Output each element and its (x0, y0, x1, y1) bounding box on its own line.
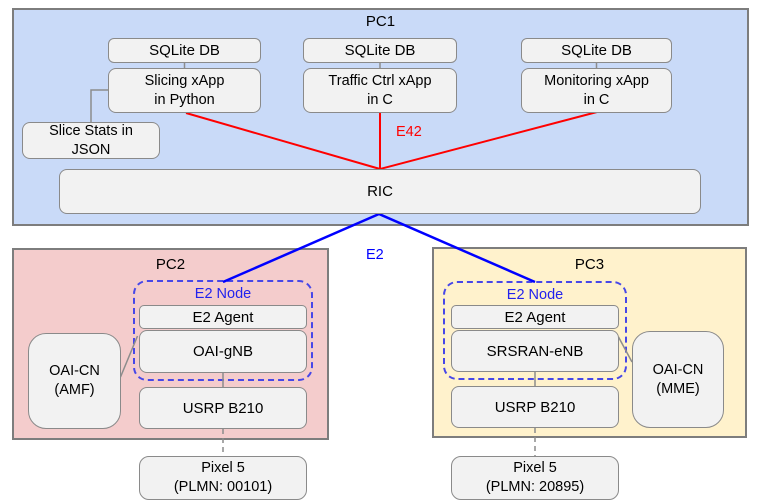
pc2-label: PC2 (155, 256, 186, 273)
pc3-e2-node-label: E2 Node (506, 287, 564, 303)
slice-stats-line1: Slice Stats in (49, 122, 133, 139)
slicing-xapp-line1: Slicing xApp (144, 72, 225, 89)
sqlite-db-box-3: SQLite DB (521, 38, 672, 63)
pc3-label: PC3 (574, 256, 605, 273)
pc2-pixel5-line2: (PLMN: 00101) (173, 479, 273, 495)
slice-stats-line2: JSON (71, 141, 111, 158)
pc3-pixel5-line2: (PLMN: 20895) (485, 479, 585, 495)
oai-cn-amf-line1: OAI-CN (49, 363, 100, 379)
oai-cn-amf-line2: (AMF) (54, 382, 95, 398)
pc2-pixel5-line1: Pixel 5 (201, 460, 245, 476)
pc3-usrp-label: USRP B210 (494, 398, 576, 416)
oai-gnb-label: OAI-gNB (192, 343, 253, 360)
pc3-pixel5-box: Pixel 5 (PLMN: 20895) (451, 456, 619, 500)
pc3-pixel5-line1: Pixel 5 (513, 460, 557, 476)
srsran-enb-box: SRSRAN-eNB (451, 330, 619, 372)
srsran-enb-label: SRSRAN-eNB (486, 342, 584, 360)
traffic-ctrl-xapp-line2: in C (367, 91, 393, 108)
sqlite-db-box-2: SQLite DB (303, 38, 457, 63)
pc2-e2-agent-label: E2 Agent (192, 308, 254, 326)
sqlite-db-label-1: SQLite DB (149, 42, 220, 59)
pc3-e2-agent-label: E2 Agent (504, 308, 566, 326)
oai-cn-mme-box: OAI-CN (MME) (632, 331, 724, 428)
sqlite-db-label-3: SQLite DB (561, 42, 632, 59)
monitoring-xapp-line2: in C (583, 91, 610, 108)
pc3-e2-agent-box: E2 Agent (451, 305, 619, 329)
traffic-ctrl-xapp-line1: Traffic Ctrl xApp (328, 72, 432, 89)
traffic-ctrl-xapp-box: Traffic Ctrl xApp in C (303, 68, 457, 113)
monitoring-xapp-box: Monitoring xApp in C (521, 68, 672, 113)
sqlite-db-label-2: SQLite DB (344, 42, 416, 59)
monitoring-xapp-line1: Monitoring xApp (544, 72, 649, 89)
slicing-xapp-line2: in Python (154, 91, 215, 108)
pc1-label: PC1 (365, 13, 396, 30)
ric-label: RIC (367, 183, 393, 200)
slice-stats-box: Slice Stats in JSON (22, 122, 160, 159)
ric-box: RIC (59, 169, 701, 214)
pc2-usrp-box: USRP B210 (139, 387, 307, 429)
sqlite-db-box-1: SQLite DB (108, 38, 261, 63)
oai-cn-mme-line2: (MME) (656, 380, 700, 397)
pc2-e2-agent-box: E2 Agent (139, 305, 307, 329)
pc2-pixel5-box: Pixel 5 (PLMN: 00101) (139, 456, 307, 500)
pc2-usrp-label: USRP B210 (182, 399, 264, 417)
slicing-xapp-box: Slicing xApp in Python (108, 68, 261, 113)
pc2-e2-node-label: E2 Node (194, 286, 252, 302)
oai-cn-amf-box: OAI-CN (AMF) (28, 333, 121, 429)
oai-cn-mme-line1: OAI-CN (652, 361, 704, 378)
pc3-usrp-box: USRP B210 (451, 386, 619, 428)
oai-gnb-box: OAI-gNB (139, 330, 307, 373)
